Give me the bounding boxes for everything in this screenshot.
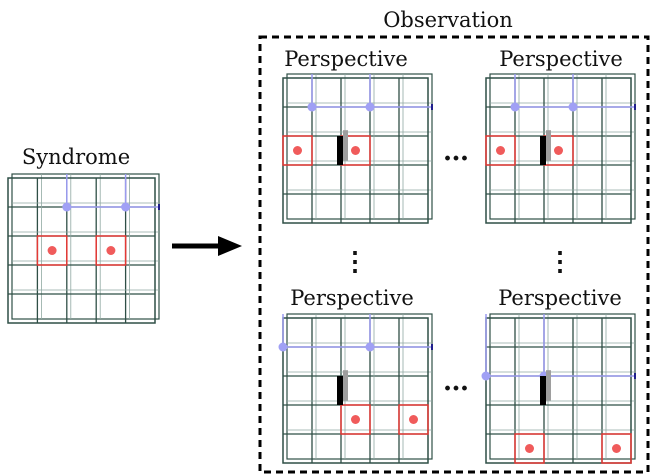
perspective-title-top-left: Perspective	[284, 47, 408, 71]
defect-dot	[496, 146, 505, 155]
defect-dot	[293, 146, 302, 155]
grid-back-layer	[489, 73, 636, 220]
observation-frame	[258, 35, 650, 474]
defect-dot	[409, 415, 418, 424]
grid-border	[485, 317, 632, 464]
perspective-title-top-right: Perspective	[499, 47, 623, 71]
defect-box	[398, 404, 429, 435]
perspective-title-bottom-right: Perspective	[498, 286, 622, 310]
blue-dot	[365, 102, 375, 112]
blue-dot	[121, 202, 131, 212]
defect-box	[601, 433, 632, 464]
defect-dot	[612, 444, 621, 453]
defect-dot	[106, 246, 116, 255]
defect-box	[514, 433, 545, 464]
grid-back-layer	[286, 73, 433, 220]
blue-dot	[510, 102, 520, 112]
grid-border	[7, 177, 156, 324]
agent-marker-shadow	[343, 130, 348, 161]
grid-back-layer	[11, 173, 160, 320]
blue-dot	[568, 102, 578, 112]
blue-dot	[481, 371, 491, 381]
agent-marker-shadow	[343, 370, 348, 401]
grid-border	[282, 317, 429, 464]
defect-dot	[351, 146, 360, 155]
blue-dot	[365, 342, 375, 352]
syndrome-title: Syndrome	[22, 145, 130, 169]
defect-box	[340, 404, 371, 435]
perspective-grid-top-left	[282, 73, 433, 224]
grid-back-layer	[489, 313, 636, 460]
defect-box	[282, 135, 313, 166]
agent-marker	[337, 376, 343, 405]
defect-box	[485, 135, 516, 166]
agent-marker	[540, 376, 546, 405]
defect-dot	[351, 415, 360, 424]
perspective-title-bottom-left: Perspective	[290, 286, 414, 310]
observation-title: Observation	[383, 8, 513, 32]
defect-box	[95, 235, 127, 266]
ellipsis-top: …	[443, 137, 469, 167]
agent-marker-shadow	[546, 130, 551, 161]
agent-marker-shadow	[546, 370, 551, 401]
agent-marker	[540, 136, 546, 165]
arrow	[172, 236, 242, 256]
defect-dot	[47, 246, 57, 255]
syndrome-grid	[7, 173, 160, 324]
perspective-grid-bottom-right	[481, 313, 636, 464]
defect-dot	[525, 444, 534, 453]
perspective-grid-bottom-left	[278, 313, 433, 464]
ellipsis-vertical-left: ⋮	[342, 247, 368, 277]
ellipsis-vertical-right: ⋮	[547, 247, 573, 277]
blue-dot	[62, 202, 72, 212]
agent-marker	[337, 136, 343, 165]
defect-box	[36, 235, 68, 266]
blue-dot	[278, 342, 288, 352]
blue-dot	[307, 102, 317, 112]
ellipsis-bottom: …	[443, 367, 469, 397]
grid-back-layer	[286, 313, 433, 460]
defect-dot	[554, 146, 563, 155]
perspective-grid-top-right	[485, 73, 636, 224]
